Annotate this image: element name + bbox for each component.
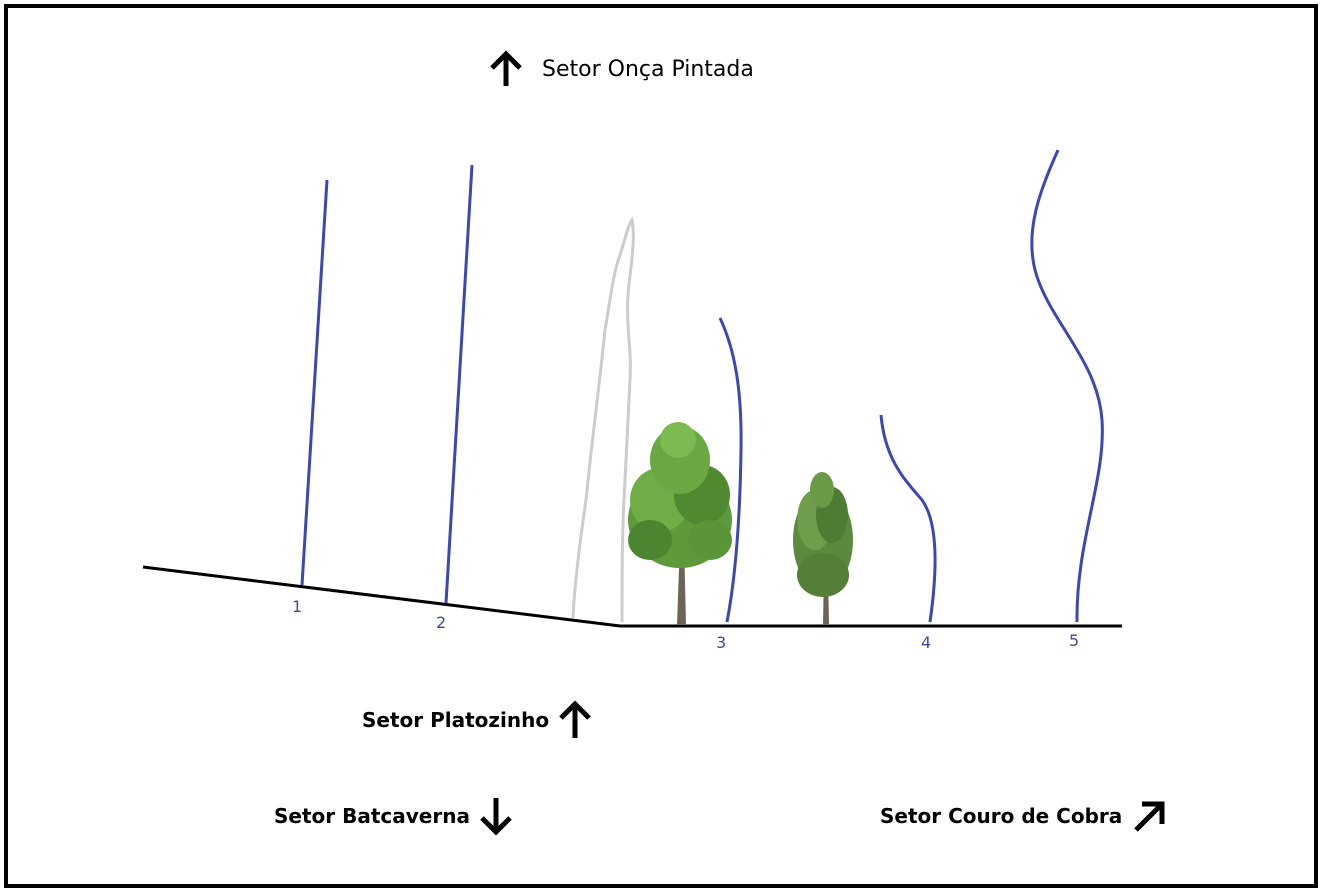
route-line-3 [718, 317, 743, 623]
route-line-2 [444, 164, 474, 604]
route-number-5: 5 [1069, 631, 1080, 650]
sector-batcaverna-label: Setor Batcaverna [274, 804, 470, 828]
route-line-4 [879, 414, 937, 623]
sector-platozinho-label: Setor Platozinho [362, 708, 550, 732]
arrow-up-icon [559, 700, 591, 738]
arrow-up-right-icon [1134, 801, 1165, 832]
ground-line [142, 565, 1122, 628]
sector-couro-de-cobra-label: Setor Couro de Cobra [880, 804, 1123, 828]
arrow-down-icon [480, 798, 512, 836]
route-number-3: 3 [716, 633, 727, 652]
route-number-2: 2 [436, 613, 447, 632]
route-line-5 [1030, 149, 1104, 623]
rock-pillar [571, 216, 635, 623]
sector-couro-de-cobra: Setor Couro de Cobra [880, 796, 1170, 836]
route-number-1: 1 [292, 597, 303, 616]
sector-onca-pintada: Setor Onça Pintada [488, 50, 754, 88]
route-number-4: 4 [921, 633, 932, 652]
sector-onca-pintada-label: Setor Onça Pintada [542, 56, 754, 82]
tree-icon [628, 422, 732, 625]
sector-batcaverna: Setor Batcaverna [274, 796, 514, 836]
tree-icon [793, 472, 853, 625]
route-line-1 [300, 179, 329, 586]
sector-platozinho: Setor Platozinho [362, 700, 593, 740]
arrow-up-icon [490, 50, 522, 86]
